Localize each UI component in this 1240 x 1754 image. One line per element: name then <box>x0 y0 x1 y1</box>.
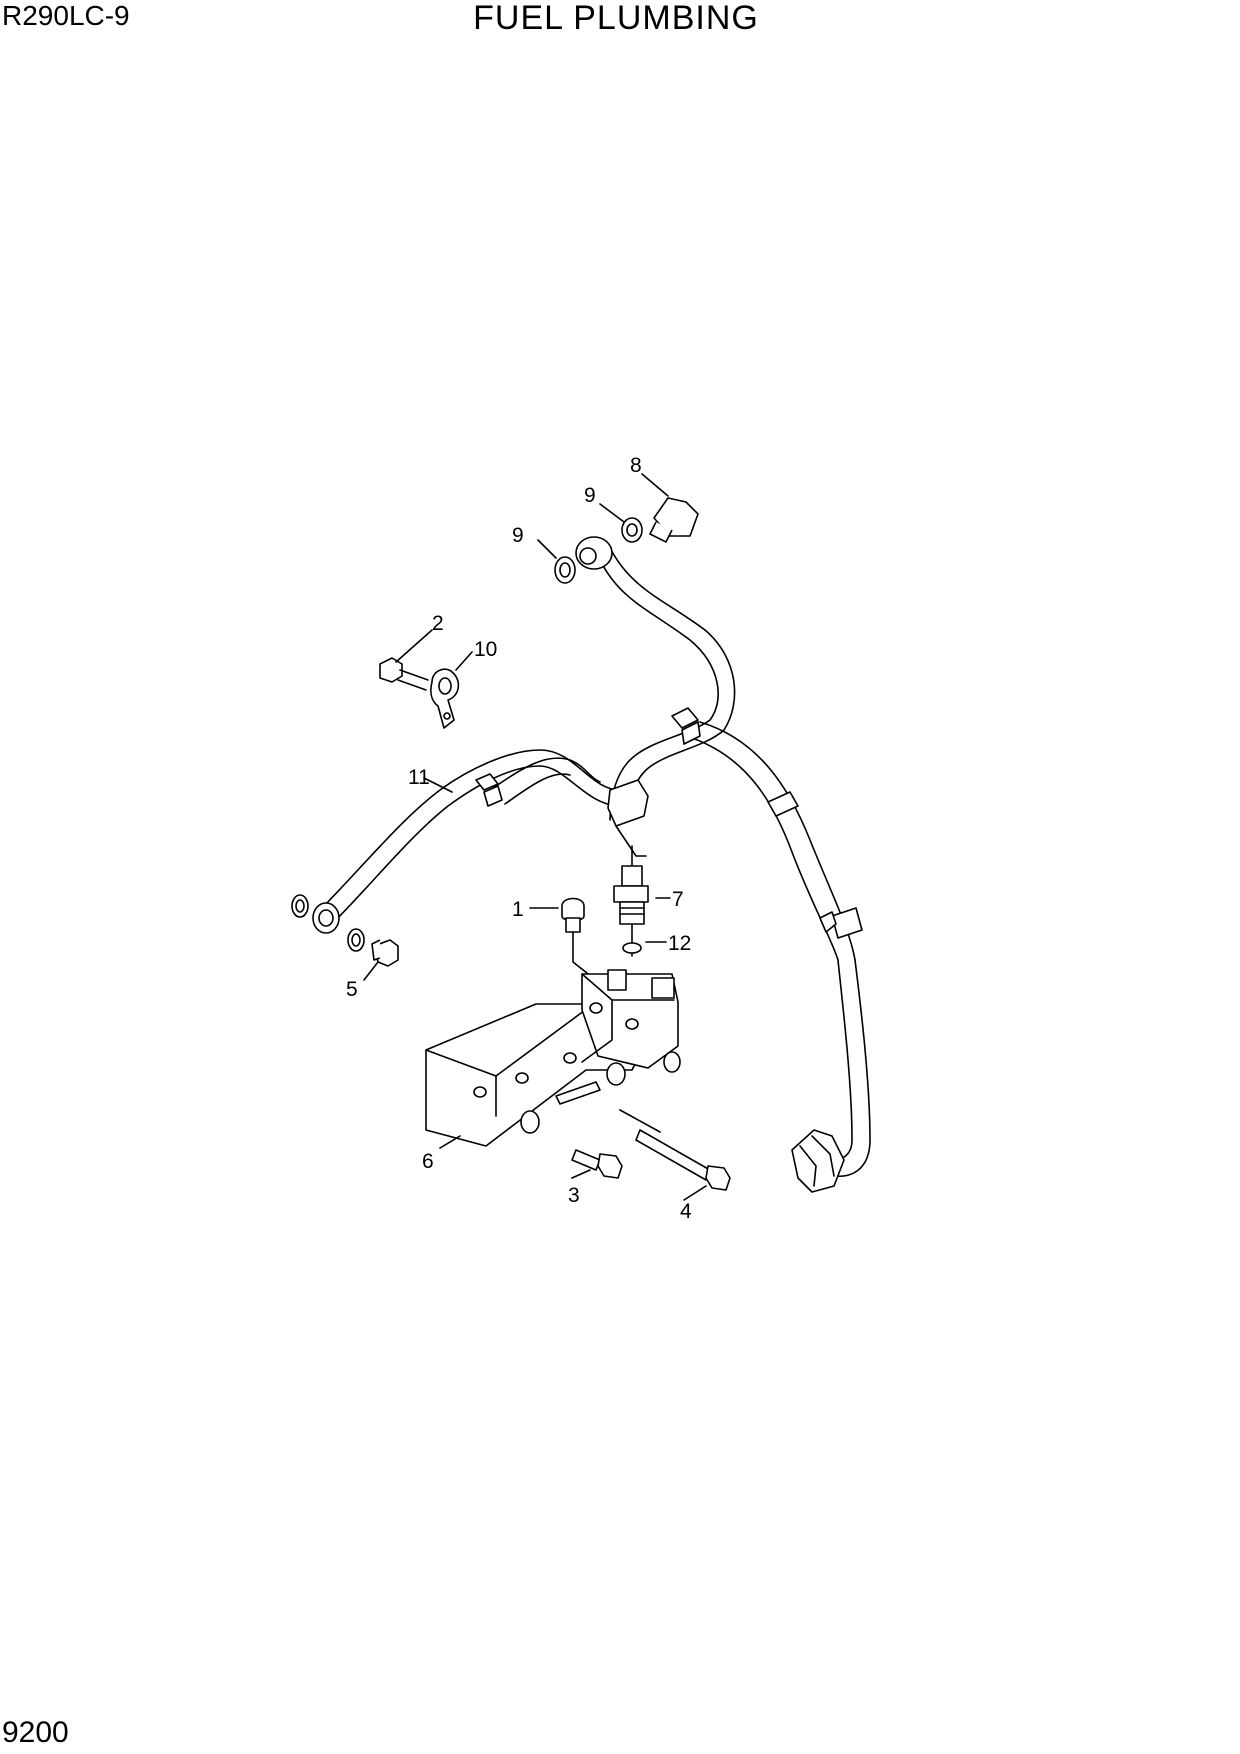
o-ring-12 <box>622 942 642 954</box>
washer-left-outer <box>291 894 309 918</box>
callout-7: 7 <box>672 888 684 911</box>
pipe-fitting-upper <box>607 779 649 857</box>
callout-1: 1 <box>512 898 524 921</box>
callout-10: 10 <box>474 638 497 661</box>
bolt-4 <box>635 1129 731 1191</box>
callout-9-lower: 9 <box>512 524 524 547</box>
callout-6: 6 <box>422 1150 434 1173</box>
washer-9-lower <box>554 556 576 584</box>
callout-12: 12 <box>668 932 691 955</box>
quick-connector <box>791 1129 845 1193</box>
clip-10 <box>430 668 460 729</box>
banjo-fitting-top <box>575 536 613 570</box>
fuel-tube-main <box>599 547 871 1177</box>
callout-5: 5 <box>346 978 358 1001</box>
filter-head-6 <box>425 969 681 1147</box>
model-number: R290LC-9 <box>2 0 130 31</box>
washer-left-inner <box>347 928 365 952</box>
fuel-tube-11 <box>317 749 621 927</box>
banjo-bolt-5 <box>371 939 399 967</box>
washer-9-upper <box>621 517 643 543</box>
leader-lines <box>363 473 707 1201</box>
callout-2: 2 <box>432 612 444 635</box>
bolt-3 <box>571 1149 623 1179</box>
banjo-fitting-left <box>312 902 340 934</box>
banjo-bolt-8 <box>649 497 699 543</box>
bolt-2 <box>379 657 429 691</box>
callout-9-upper: 9 <box>584 484 596 507</box>
callout-3: 3 <box>568 1184 580 1207</box>
page-title-text: FUEL PLUMBING <box>473 0 759 37</box>
page-number: 9200 <box>2 1716 69 1749</box>
callout-8: 8 <box>630 454 642 477</box>
callout-labels: 8 9 9 2 10 11 1 7 12 5 6 3 4 <box>346 454 692 1223</box>
fitting-7 <box>613 865 649 925</box>
callout-4: 4 <box>680 1200 692 1223</box>
callout-11: 11 <box>408 766 430 789</box>
page-title: FUEL PLUMBING <box>0 0 1240 36</box>
